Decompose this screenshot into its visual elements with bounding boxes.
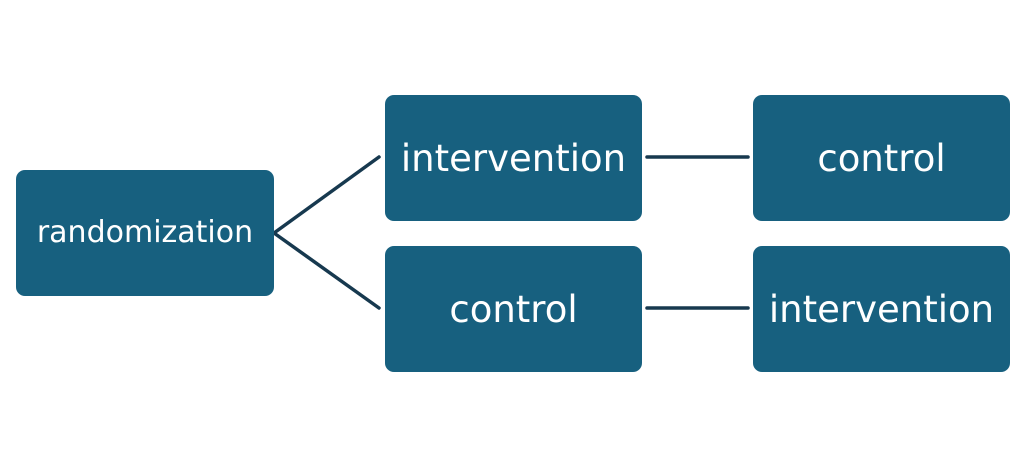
arm2-period1-label: control xyxy=(449,287,578,331)
arm2-period2-label: intervention xyxy=(768,287,995,331)
arm1-period2-node: control xyxy=(753,95,1010,221)
connector-root-to-arm1 xyxy=(272,155,381,235)
arm1-period1-label: intervention xyxy=(400,136,627,180)
arm1-period1-node: intervention xyxy=(385,95,642,221)
randomization-label: randomization xyxy=(36,215,254,250)
arm2-period2-node: intervention xyxy=(753,246,1010,372)
arm2-period1-node: control xyxy=(385,246,642,372)
randomization-node: randomization xyxy=(16,170,274,296)
connector-root-to-arm2 xyxy=(272,231,381,310)
arm1-period2-label: control xyxy=(817,136,946,180)
